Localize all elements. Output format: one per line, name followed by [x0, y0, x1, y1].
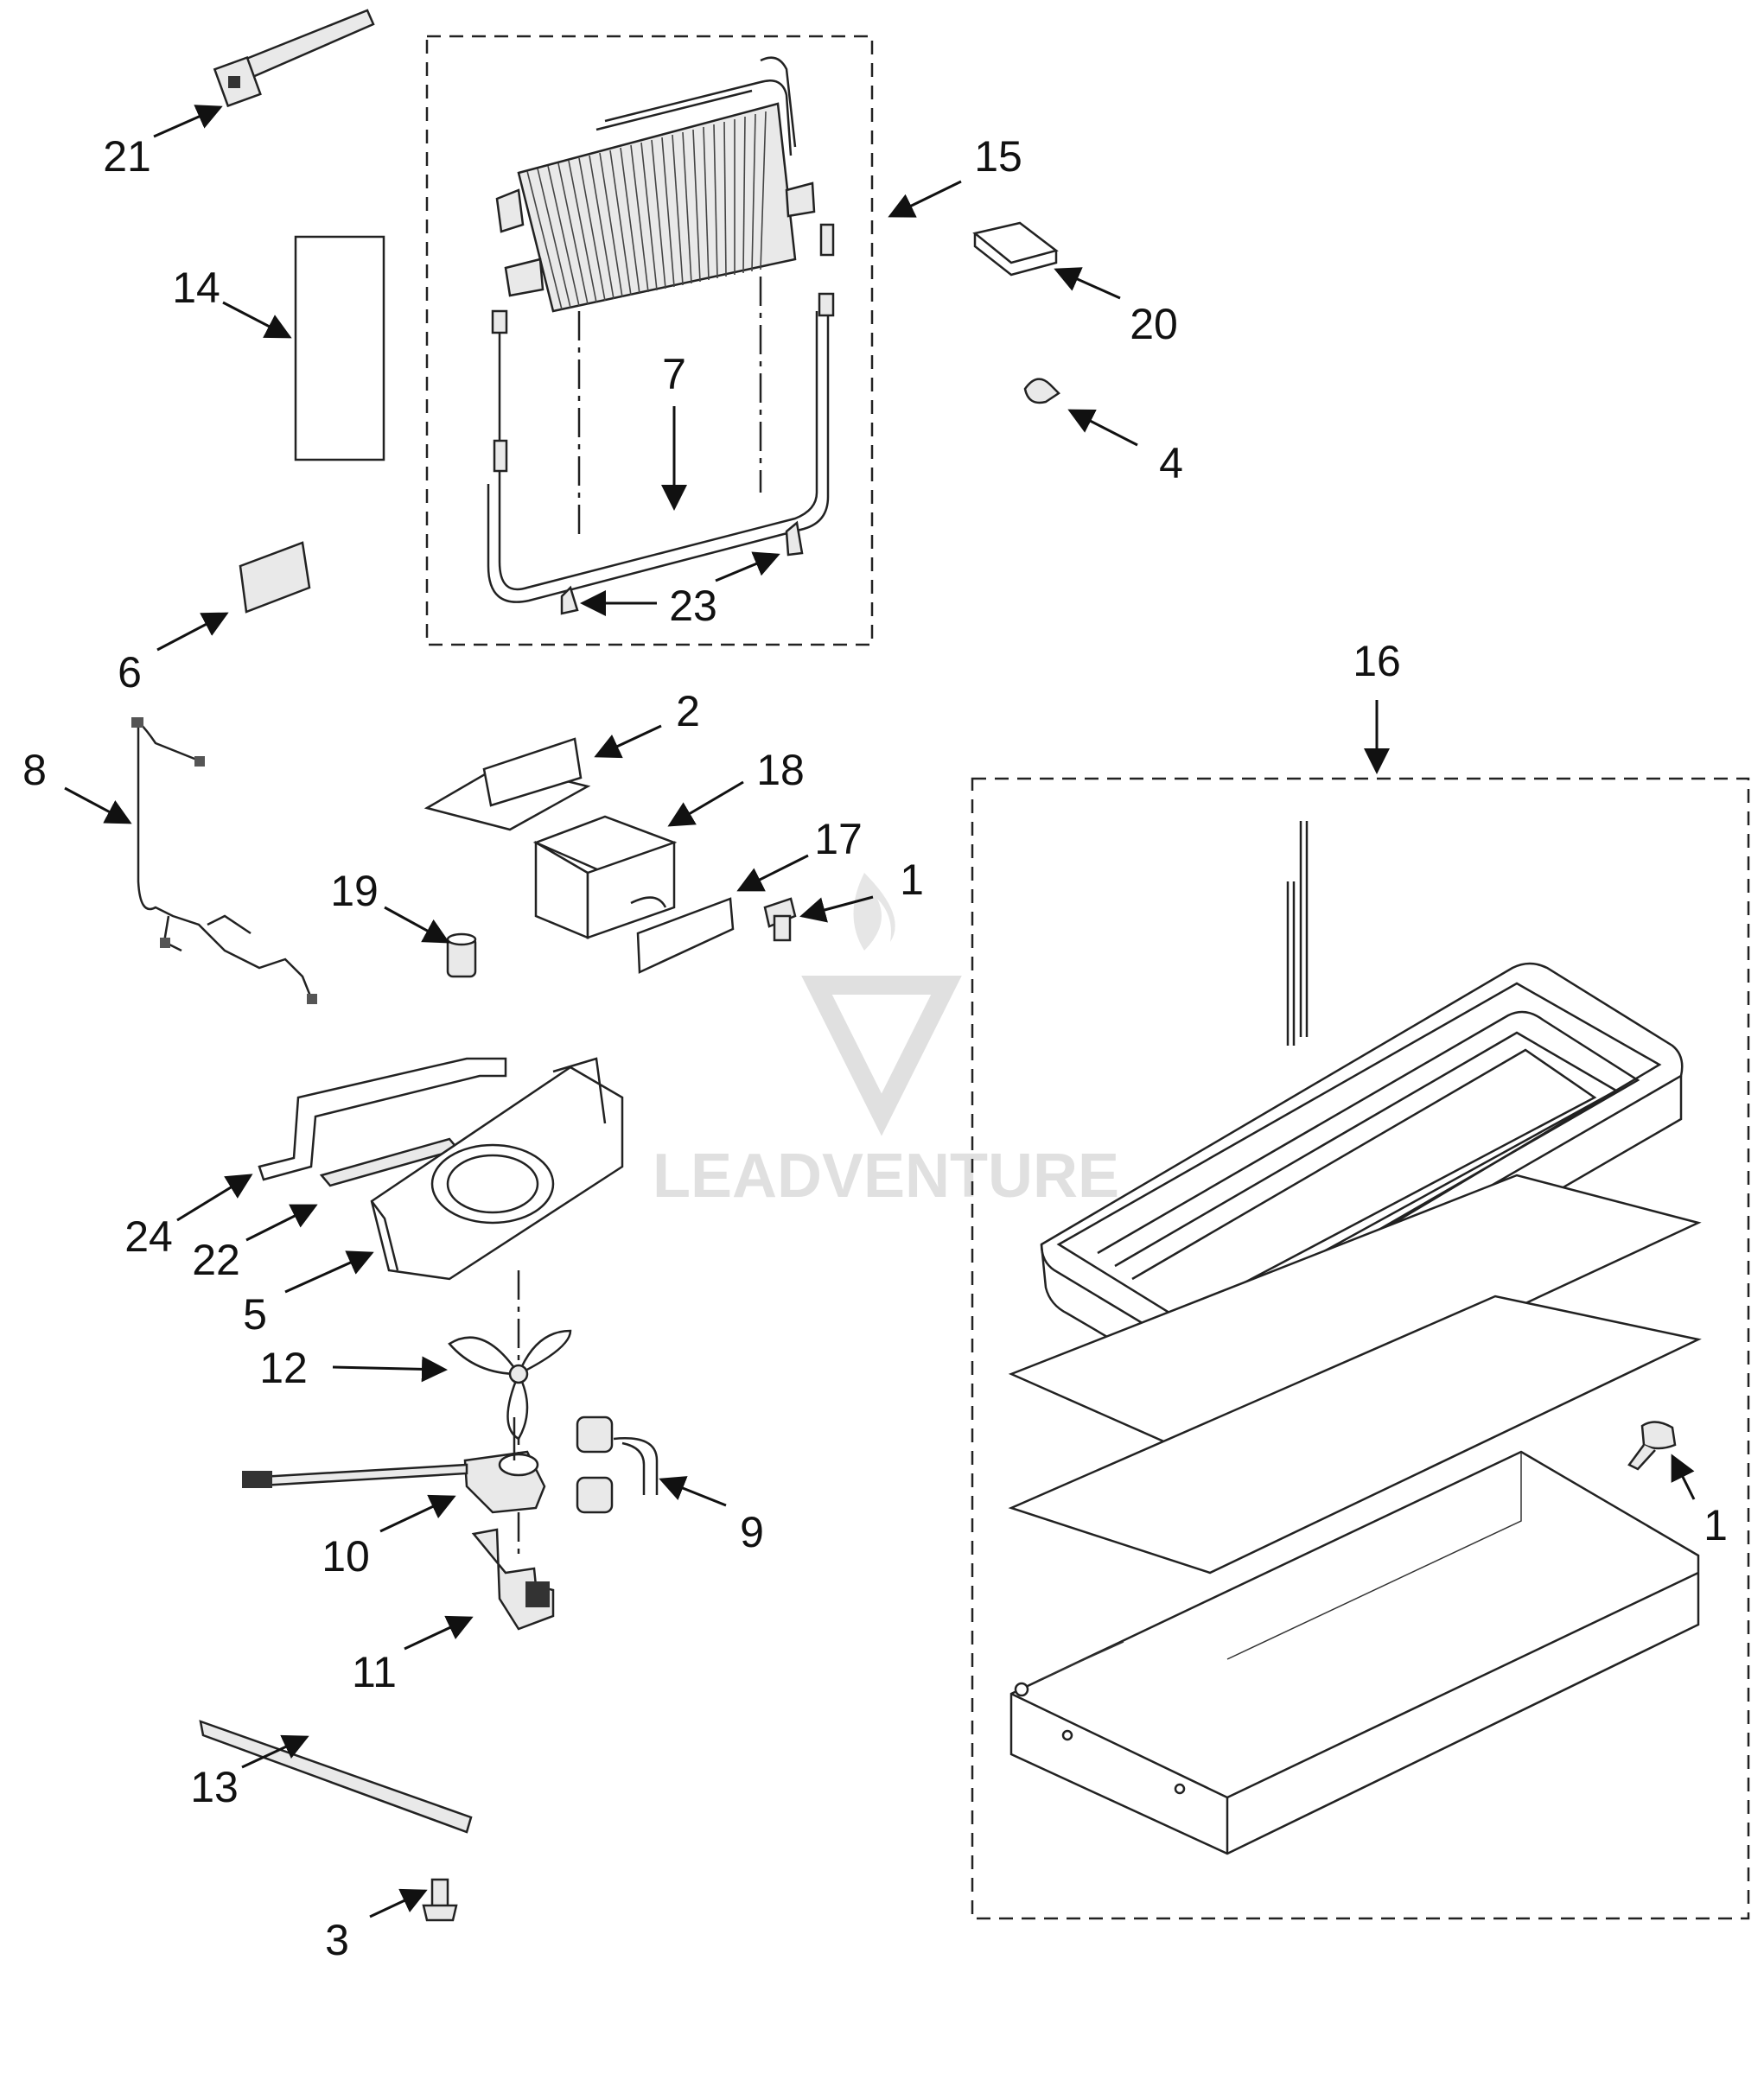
callout-19: 19	[330, 867, 379, 915]
part-6-pad	[239, 541, 311, 614]
callout-5: 5	[243, 1290, 267, 1339]
part-10-fan-motor	[242, 1417, 546, 1514]
callout-16: 16	[1353, 637, 1401, 685]
callout-21: 21	[103, 132, 151, 181]
part-16-drain-pan	[1008, 821, 1702, 1855]
callout-13: 13	[190, 1763, 239, 1811]
callout-3: 3	[325, 1916, 349, 1964]
part-24-rail	[258, 1057, 507, 1181]
part-2-plate	[423, 737, 591, 831]
part-18-bracket	[532, 815, 678, 939]
part-17-plate	[636, 897, 735, 974]
part-5-fan-shroud	[370, 1057, 624, 1281]
callout-18: 18	[756, 746, 805, 794]
watermark-text: LEADVENTURE	[653, 1142, 1119, 1211]
part-3-screw	[422, 1878, 458, 1922]
part-4-clamp	[1023, 378, 1060, 404]
callout-2: 2	[676, 687, 700, 735]
watermark: LEADVENTURE	[653, 873, 1119, 1211]
part-1-screw-right	[1627, 1421, 1677, 1471]
callout-12: 12	[259, 1344, 308, 1392]
part-11-bracket	[471, 1528, 555, 1631]
callout-1-top: 1	[900, 856, 924, 904]
part-15-evaporator	[487, 56, 835, 615]
callout-9: 9	[740, 1508, 764, 1556]
callout-23: 23	[669, 582, 717, 630]
callout-17: 17	[814, 815, 863, 863]
callout-24: 24	[124, 1212, 173, 1261]
callout-4: 4	[1159, 439, 1183, 487]
part-13-strip	[199, 1720, 473, 1834]
part-14-panel	[294, 235, 385, 461]
callout-14: 14	[172, 264, 220, 312]
callout-10: 10	[322, 1532, 370, 1581]
callout-15: 15	[974, 132, 1022, 181]
callout-8: 8	[22, 746, 47, 794]
callout-7: 7	[662, 350, 686, 398]
part-21-cable-tie	[213, 9, 375, 108]
part-1-screw-top	[763, 897, 797, 942]
callout-6: 6	[118, 648, 142, 697]
callout-1-right: 1	[1704, 1501, 1728, 1549]
callout-labels: 21 14 6 8 15 20 4 7 23 16 2 18 17 1 19 2…	[22, 132, 1728, 1964]
callout-20: 20	[1130, 300, 1178, 348]
leader-arrows	[64, 105, 1696, 1918]
evaporator-assembly-box	[425, 35, 874, 646]
part-9-motor	[576, 1416, 659, 1514]
part-8-wire-harness	[131, 717, 317, 1004]
drain-pan-assembly-box	[971, 777, 1750, 1920]
part-12-fan-blade	[448, 1329, 572, 1441]
callout-11: 11	[352, 1648, 397, 1696]
callout-22: 22	[192, 1236, 240, 1284]
part-19-cylinder	[446, 932, 477, 978]
